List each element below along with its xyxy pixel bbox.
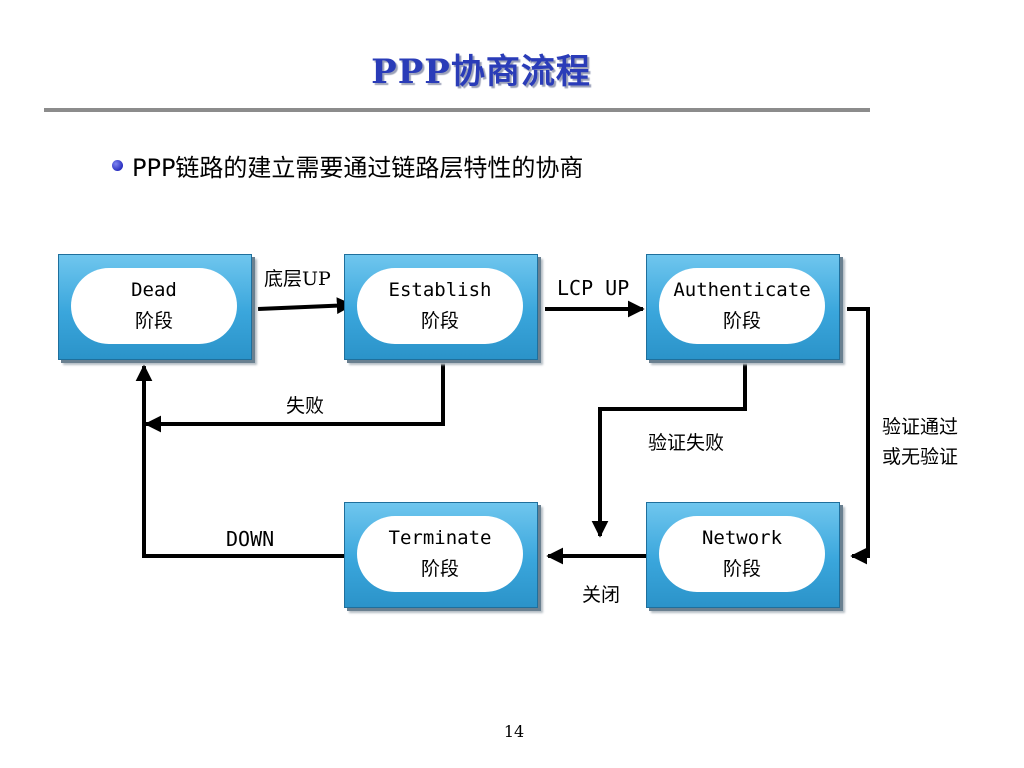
phase-suffix: 阶段 (722, 310, 761, 332)
label-dead-to-establish: 底层UP (264, 268, 331, 290)
bullet-item: PPP链路的建立需要通过链路层特性的协商 (112, 148, 583, 182)
label-establish-fail: 失败 (286, 395, 325, 417)
bullet-dot-icon (112, 159, 123, 171)
phase-name: Authenticate (673, 279, 811, 301)
phase-label-authenticate: Authenticate 阶段 (659, 268, 825, 344)
phase-suffix: 阶段 (134, 310, 173, 332)
label-down: DOWN (226, 527, 275, 551)
phase-name: Network (701, 527, 783, 549)
phase-label-terminate: Terminate 阶段 (357, 516, 523, 592)
arrow-dead-to-establish (257, 297, 354, 315)
phase-label-establish: Establish 阶段 (357, 268, 523, 344)
phase-box-establish: Establish 阶段 (344, 254, 538, 360)
label-lcp-up: LCP UP (557, 276, 630, 300)
title-divider (44, 108, 870, 112)
label-auth-pass-1: 验证通过 (882, 416, 959, 438)
arrow-down-to-dead (135, 364, 345, 558)
phase-name: Terminate (388, 527, 492, 549)
phase-name: Dead (131, 279, 177, 301)
phase-name: Establish (388, 279, 492, 301)
phase-suffix: 阶段 (420, 310, 459, 332)
bullet-text: PPP链路的建立需要通过链路层特性的协商 (132, 153, 584, 182)
label-network-close: 关闭 (582, 584, 621, 606)
slide-title: PPP协商流程 (371, 52, 591, 92)
phase-box-authenticate: Authenticate 阶段 (646, 254, 840, 360)
page-number: 14 (503, 722, 525, 741)
arrow-auth-pass (847, 307, 870, 565)
label-auth-fail: 验证失败 (648, 432, 725, 454)
arrow-establish-fail (144, 362, 445, 433)
phase-suffix: 阶段 (420, 558, 459, 580)
phase-suffix: 阶段 (722, 558, 761, 580)
label-auth-pass-2: 或无验证 (882, 446, 959, 468)
phase-label-dead: Dead 阶段 (71, 268, 237, 344)
arrow-auth-fail (591, 362, 747, 538)
phase-box-network: Network 阶段 (646, 502, 840, 608)
phase-label-network: Network 阶段 (659, 516, 825, 592)
phase-box-dead: Dead 阶段 (58, 254, 252, 360)
phase-box-terminate: Terminate 阶段 (344, 502, 538, 608)
